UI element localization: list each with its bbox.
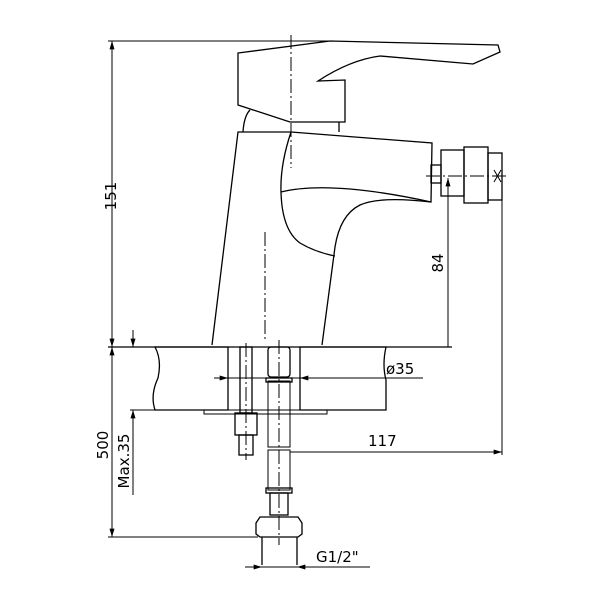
nozzle: [430, 146, 503, 204]
lever-handle: [237, 40, 501, 123]
faucet-body: [211, 131, 433, 346]
dim-max-35: Max.35: [115, 434, 133, 489]
flex-hose: [255, 340, 303, 565]
dim-500: 500: [94, 431, 112, 460]
cartridge-neck: [242, 109, 340, 133]
dim-g-1-2: G1/2": [316, 548, 359, 566]
dim-117: 117: [368, 432, 397, 450]
dim-151: 151: [102, 182, 120, 211]
dim-84: 84: [429, 253, 447, 272]
mounting-stud: [234, 343, 258, 460]
spout-lower: [280, 131, 432, 257]
dim-diameter-35: ø35: [386, 360, 414, 378]
